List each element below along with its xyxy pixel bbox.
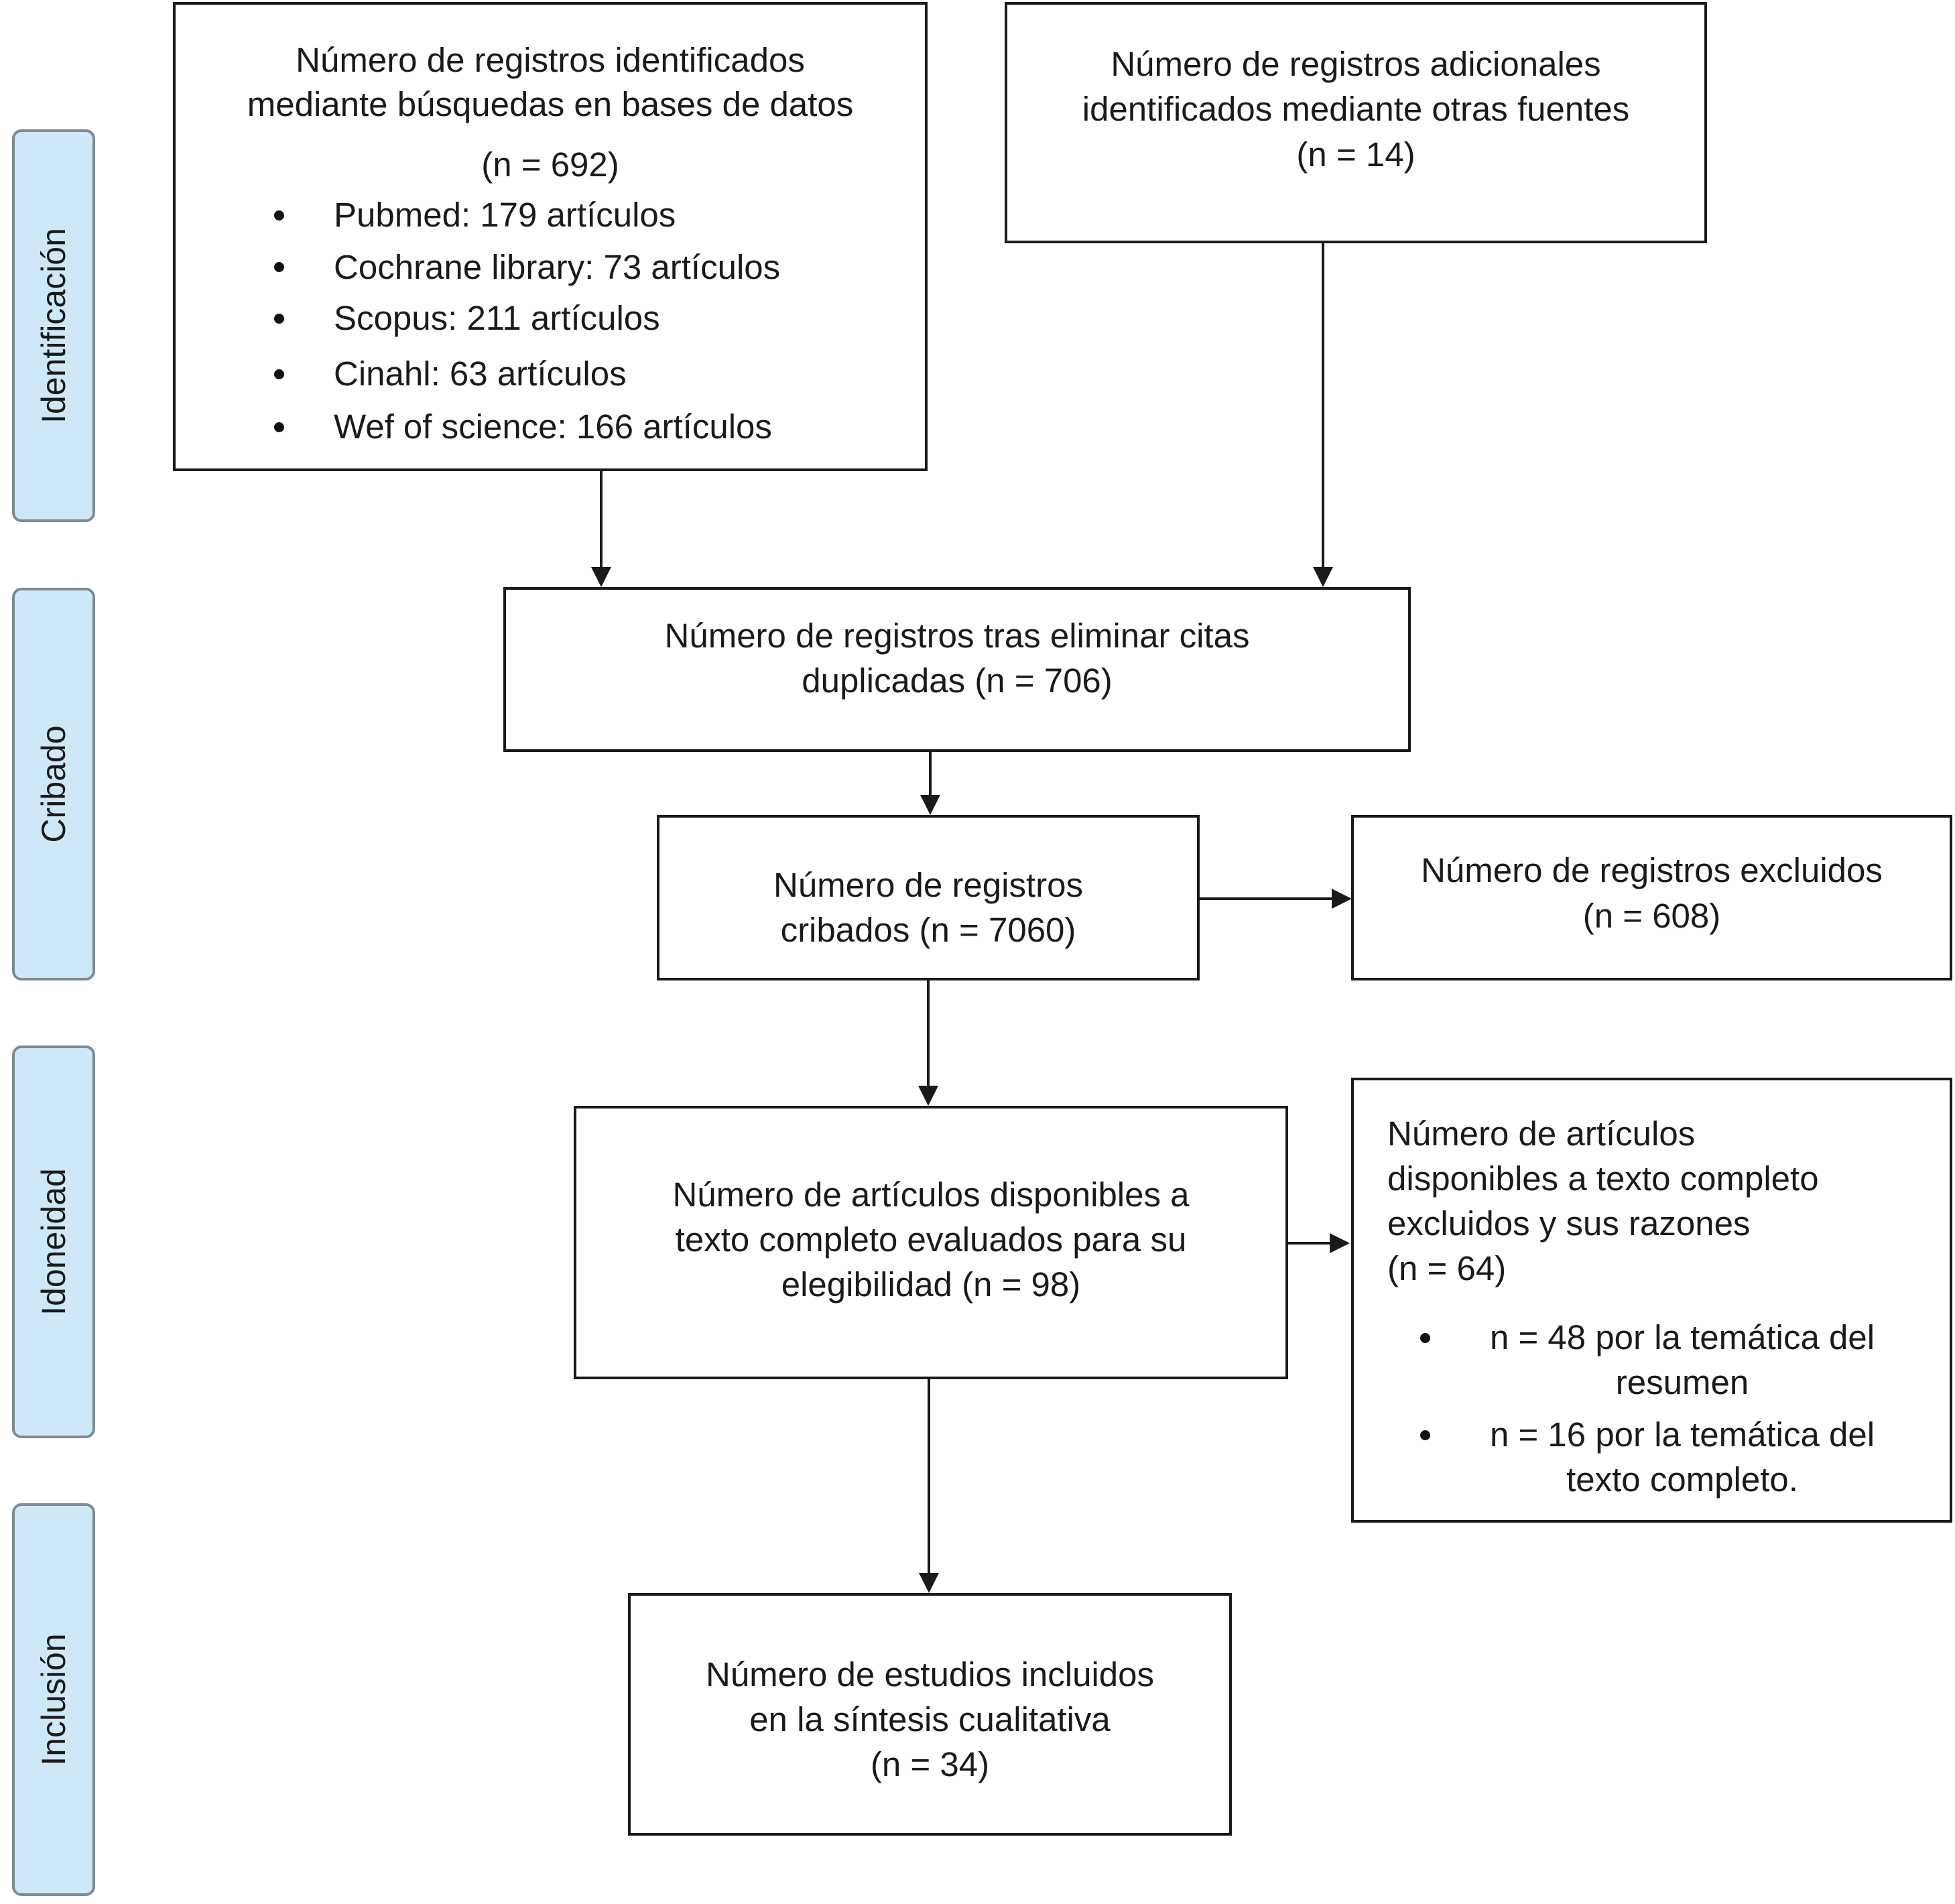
bullet-icon bbox=[274, 262, 284, 272]
included-line2: en la síntesis cualitativa bbox=[749, 1700, 1111, 1738]
fulltext-excluded-line1: Número de artículos bbox=[1387, 1115, 1696, 1153]
bullet-icon bbox=[1420, 1333, 1430, 1343]
db-search-line1: Número de registros identificados bbox=[296, 41, 805, 79]
other-sources-line2: identificados mediante otras fuentes bbox=[1082, 90, 1630, 128]
fulltext-excluded-line3: excluidos y sus razones bbox=[1387, 1204, 1751, 1243]
stage-identificacion: Identificación bbox=[12, 129, 95, 522]
db-search-line2: mediante búsquedas en bases de datos bbox=[247, 85, 854, 123]
excluded-box: Número de registros excluidos (n = 608) bbox=[1351, 815, 1952, 980]
bullet-icon bbox=[274, 314, 284, 324]
deduplicated-line2: duplicadas (n = 706) bbox=[802, 661, 1113, 700]
arrowhead-screened-to-excluded bbox=[1332, 889, 1352, 909]
db-search-count: (n = 692) bbox=[481, 145, 619, 184]
db-item-wos: Wef of science: 166 artículos bbox=[334, 407, 772, 446]
screened-line1: Número de registros bbox=[773, 866, 1083, 904]
fulltext-excluded-box: Número de artículos disponibles a texto … bbox=[1351, 1078, 1952, 1523]
included-count: (n = 34) bbox=[870, 1745, 990, 1783]
fulltext-assessed-box: Número de artículos disponibles a texto … bbox=[574, 1106, 1288, 1379]
arrowhead-dedup-to-screened bbox=[920, 795, 940, 815]
arrowhead-screened-to-fulltext bbox=[918, 1086, 938, 1106]
db-item-scopus: Scopus: 211 artículos bbox=[334, 299, 660, 337]
fulltext-assessed-line1: Número de artículos disponibles a bbox=[672, 1176, 1190, 1214]
reason2-line1: n = 16 por la temática del bbox=[1489, 1415, 1875, 1454]
arrowhead-fulltext-to-excluded bbox=[1330, 1233, 1350, 1253]
reason1-line1: n = 48 por la temática del bbox=[1489, 1318, 1875, 1356]
other-sources-box: Número de registros adicionales identifi… bbox=[1005, 2, 1707, 243]
reason1-line2: resumen bbox=[1615, 1363, 1749, 1401]
fulltext-assessed-line2: texto completo evaluados para su bbox=[675, 1220, 1187, 1259]
fulltext-excluded-line2: disponibles a texto completo bbox=[1387, 1159, 1819, 1198]
other-sources-count: (n = 14) bbox=[1296, 135, 1415, 174]
fulltext-assessed-line3: elegibilidad (n = 98) bbox=[781, 1265, 1081, 1304]
arrowhead-db-to-dedup bbox=[591, 567, 611, 587]
reason2-line2: texto completo. bbox=[1566, 1460, 1798, 1499]
arrowhead-fulltext-to-included bbox=[919, 1573, 939, 1593]
stage-inclusion: Inclusión bbox=[12, 1503, 95, 1896]
screened-line2: cribados (n = 7060) bbox=[780, 911, 1076, 949]
db-item-pubmed: Pubmed: 179 artículos bbox=[334, 196, 676, 234]
included-line1: Número de estudios incluidos bbox=[705, 1655, 1155, 1694]
deduplicated-line1: Número de registros tras eliminar citas bbox=[664, 617, 1250, 655]
deduplicated-box: Número de registros tras eliminar citas … bbox=[503, 587, 1411, 752]
bullet-icon bbox=[1420, 1430, 1430, 1440]
included-box: Número de estudios incluidos en la sínte… bbox=[628, 1593, 1232, 1836]
excluded-line2: (n = 608) bbox=[1582, 897, 1721, 935]
db-item-cochrane: Cochrane library: 73 artículos bbox=[334, 248, 781, 286]
stage-idoneidad: Idoneidad bbox=[12, 1045, 95, 1438]
fulltext-excluded-count: (n = 64) bbox=[1387, 1249, 1507, 1287]
arrowhead-other-to-dedup bbox=[1313, 567, 1333, 587]
bullet-icon bbox=[274, 422, 284, 432]
other-sources-line1: Número de registros adicionales bbox=[1111, 45, 1601, 83]
db-item-cinahl: Cinahl: 63 artículos bbox=[334, 355, 627, 393]
bullet-icon bbox=[274, 210, 284, 220]
stage-cribado: Cribado bbox=[12, 588, 95, 980]
excluded-line1: Número de registros excluidos bbox=[1421, 851, 1883, 889]
db-search-box: Número de registros identificados median… bbox=[173, 2, 928, 471]
bullet-icon bbox=[274, 369, 284, 379]
screened-box: Número de registros cribados (n = 7060) bbox=[657, 815, 1200, 980]
